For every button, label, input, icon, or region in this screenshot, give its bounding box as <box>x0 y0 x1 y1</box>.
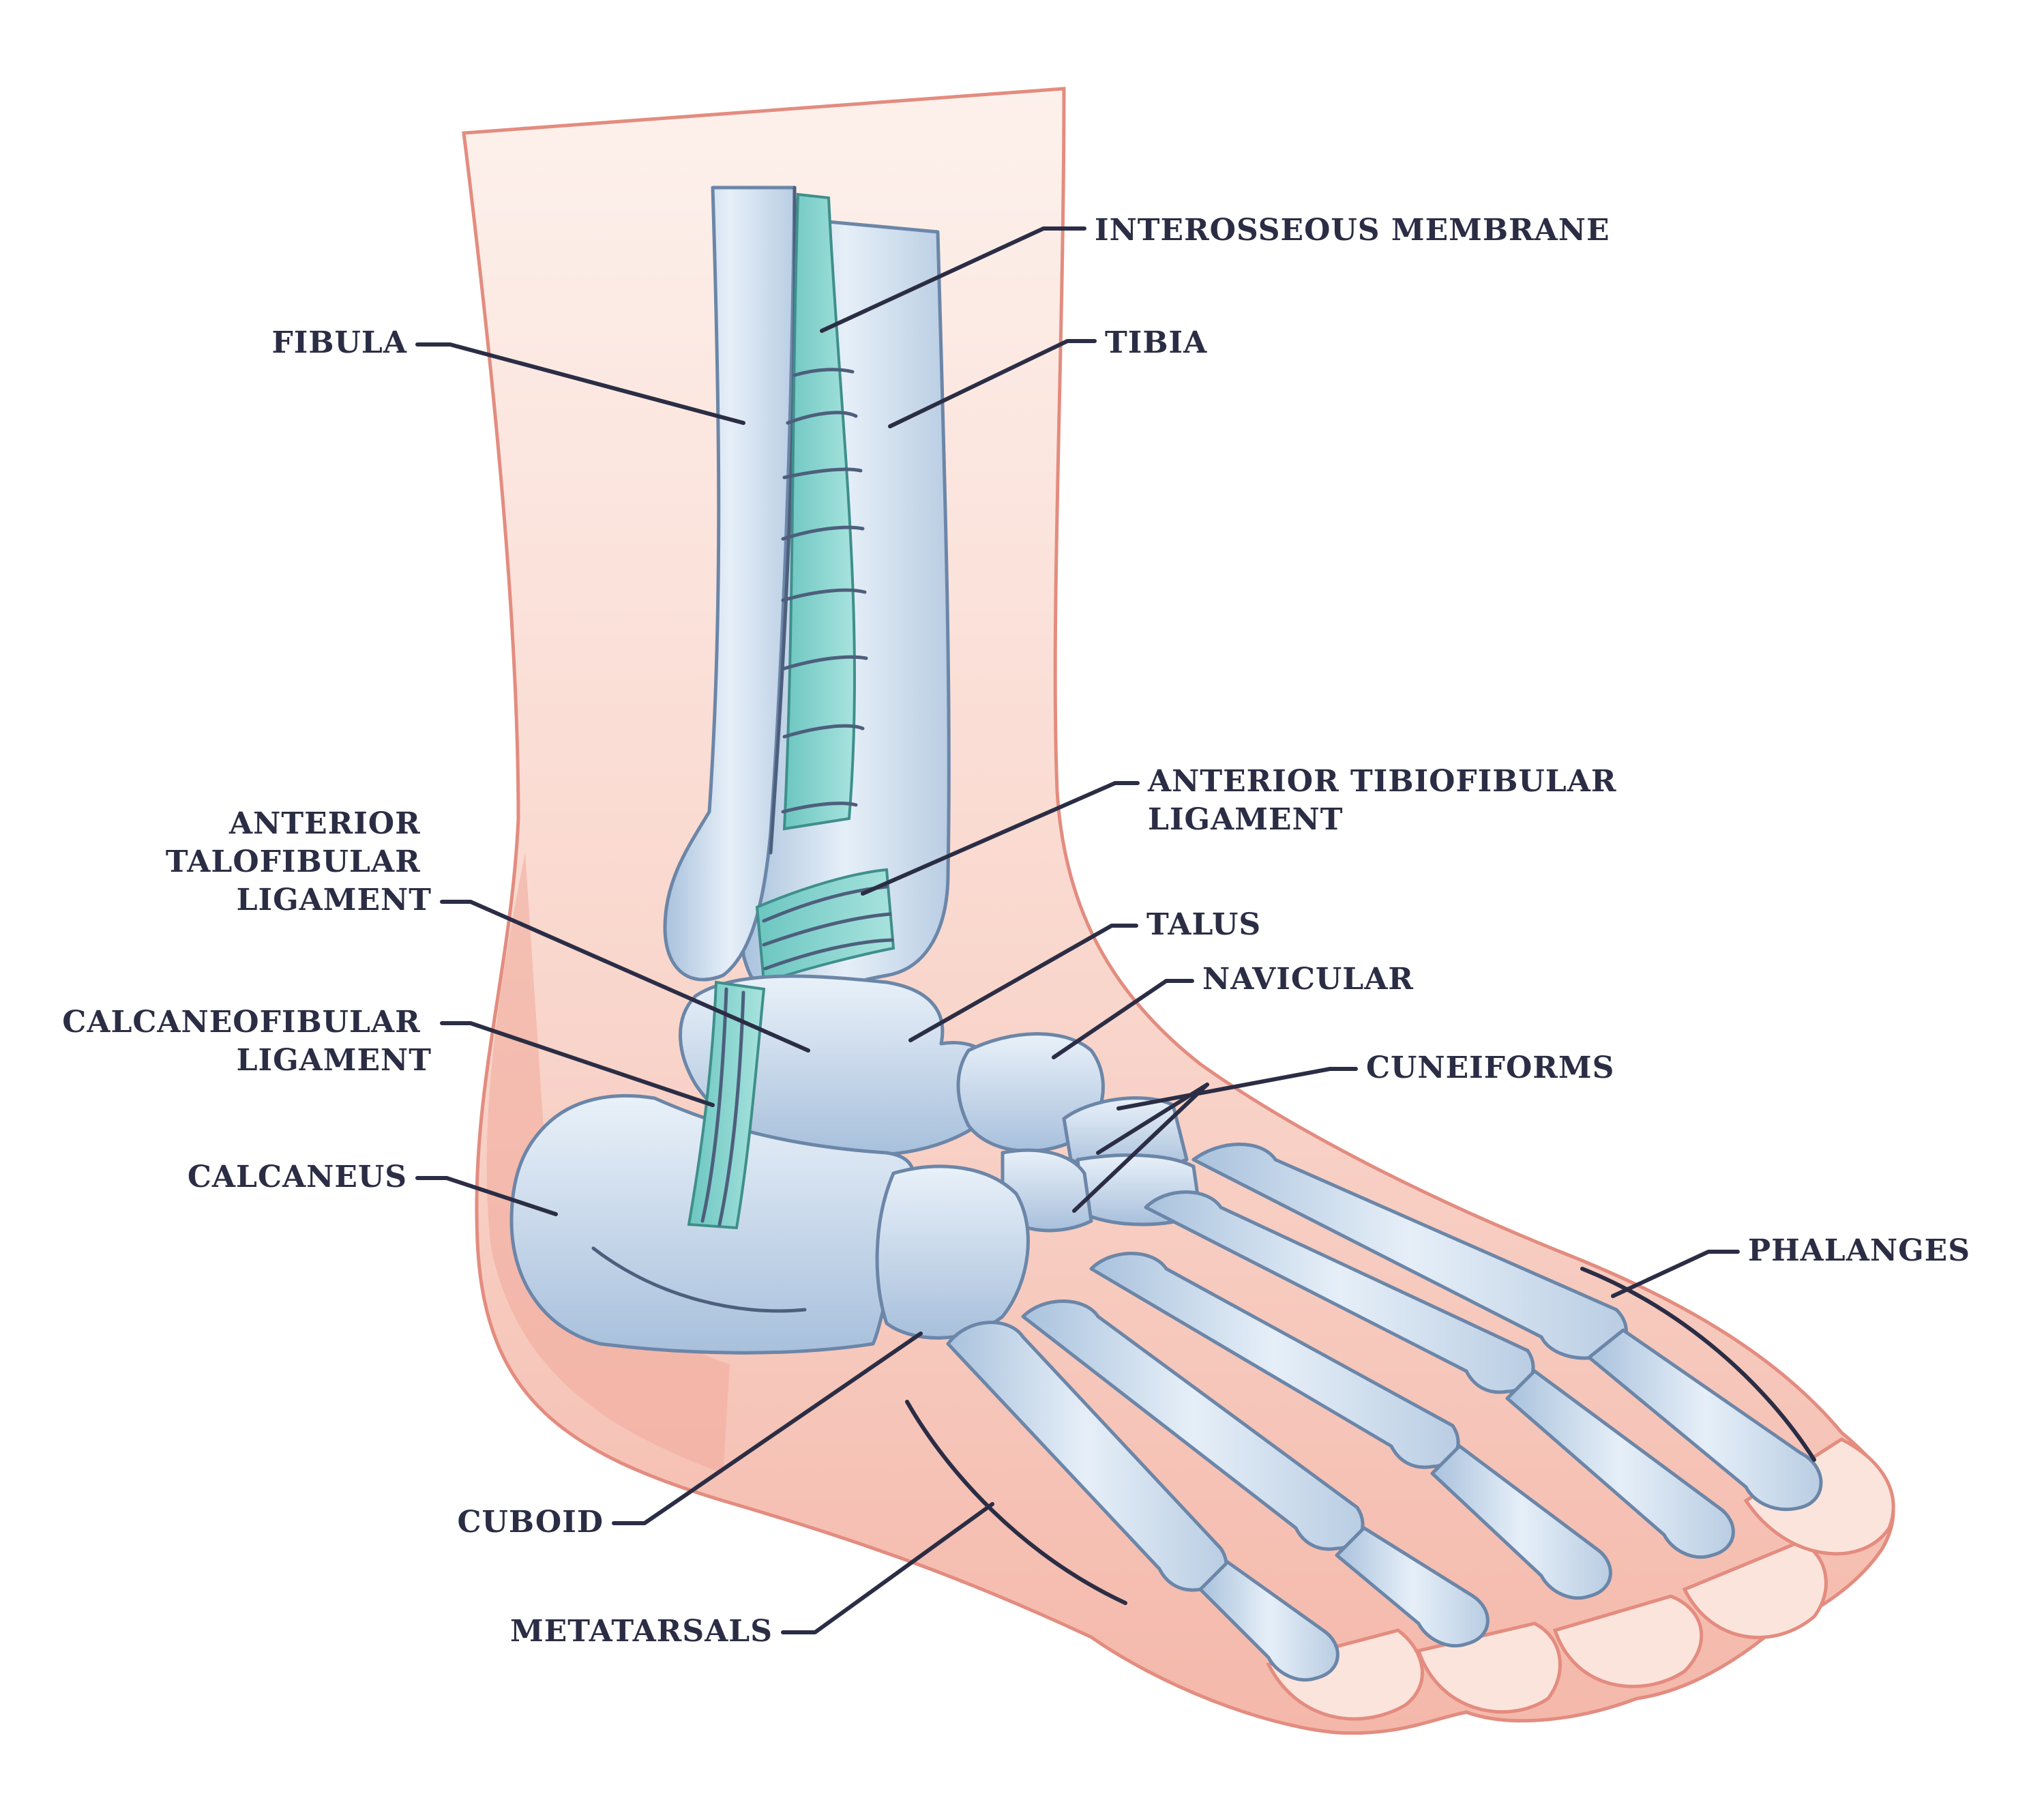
label-interosseous-membrane: INTEROSSEOUS MEMBRANE <box>1095 213 1610 248</box>
metatarsal-bones <box>946 1143 1628 1592</box>
label-navicular: NAVICULAR <box>1202 962 1414 997</box>
leader-cuneiforms-3 <box>1072 1083 1209 1213</box>
anterior-tibiofibular-ligament <box>755 868 895 984</box>
label-cuboid: CUBOID <box>458 1505 604 1540</box>
leader-anterior-talofibular-ligament <box>440 900 810 1053</box>
label-cuneiforms: CUNEIFORMS <box>1366 1050 1614 1085</box>
leader-lines <box>415 226 1816 1634</box>
leader-calcaneofibular-ligament <box>440 1021 715 1107</box>
leader-talus <box>908 924 1138 1042</box>
leader-calcaneus <box>415 1176 558 1216</box>
leader-fibula <box>415 342 745 425</box>
label-tibia: TIBIA <box>1105 325 1207 360</box>
label-fibula: FIBULA <box>272 325 407 360</box>
calcaneofibular-ligament <box>687 980 766 1230</box>
leader-metatarsals <box>781 1502 994 1634</box>
interosseous-membrane <box>781 192 868 831</box>
labels: INTEROSSEOUS MEMBRANE FIBULA TIBIA ANTER… <box>62 213 1970 1649</box>
label-calcaneofibular-ligament: CALCANEOFIBULAR LIGAMENT <box>62 1005 432 1078</box>
label-anterior-talofibular-ligament: ANTERIOR TALOFIBULAR LIGAMENT <box>166 806 432 917</box>
label-metatarsals: METATARSALS <box>510 1614 773 1649</box>
phalanx-bones <box>1198 1328 1823 1682</box>
label-anterior-tibiofibular-ligament: ANTERIOR TIBIOFIBULAR LIGAMENT <box>1147 764 1628 837</box>
leader-metatarsals-bracket <box>905 1400 1127 1605</box>
leader-cuboid <box>612 1332 923 1525</box>
leader-navicular <box>1052 979 1194 1059</box>
label-talus: TALUS <box>1146 907 1261 942</box>
cuboid-bone <box>875 1164 1030 1340</box>
leader-cuneiforms-2 <box>1096 1083 1209 1155</box>
leader-phalanges-bracket <box>1580 1267 1816 1462</box>
leader-interosseous-membrane <box>820 226 1086 333</box>
label-phalanges: PHALANGES <box>1748 1233 1970 1268</box>
leader-tibia <box>888 339 1097 428</box>
label-calcaneus: CALCANEUS <box>188 1160 407 1194</box>
leader-anterior-tibiofibular-ligament <box>861 781 1140 896</box>
leader-phalanges <box>1611 1250 1740 1298</box>
